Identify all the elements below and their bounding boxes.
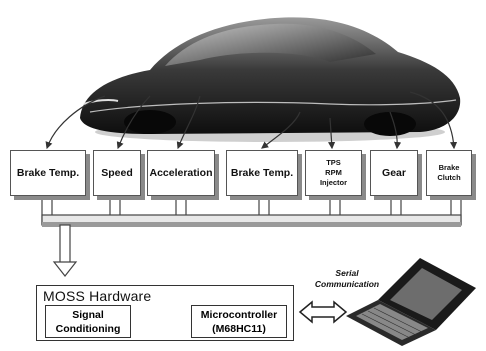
sensor-brake-temp-1: Brake Temp. <box>10 150 86 196</box>
sensor-tps-rpm-injector: TPS RPM Injector <box>305 150 362 196</box>
sensor-brake-temp-2: Brake Temp. <box>226 150 298 196</box>
sensor-speed: Speed <box>93 150 141 196</box>
sensor-gear: Gear <box>370 150 418 196</box>
microcontroller-box: Microcontroller (M68HC11) <box>191 305 287 338</box>
sensor-brake-clutch: Brake Clutch <box>426 150 472 196</box>
sensor-label: Gear <box>382 167 406 179</box>
car-illustration <box>80 17 460 142</box>
moss-hardware-box: MOSS Hardware Signal Conditioning Microc… <box>36 285 294 341</box>
sensor-acceleration: Acceleration <box>147 150 215 196</box>
sensor-label: Brake Temp. <box>231 167 293 179</box>
signal-bus <box>42 196 461 276</box>
sensor-label: Brake Temp. <box>17 167 79 179</box>
sensor-label: TPS RPM Injector <box>320 158 347 188</box>
serial-communication-label: Serial Communication <box>298 268 396 290</box>
serial-bidirectional-arrow <box>300 302 346 322</box>
signal-conditioning-box: Signal Conditioning <box>45 305 131 338</box>
sensor-label: Acceleration <box>149 167 212 179</box>
moss-hardware-title: MOSS Hardware <box>43 288 151 304</box>
sensor-label: Speed <box>101 167 133 179</box>
sensor-label: Brake Clutch <box>437 163 460 183</box>
